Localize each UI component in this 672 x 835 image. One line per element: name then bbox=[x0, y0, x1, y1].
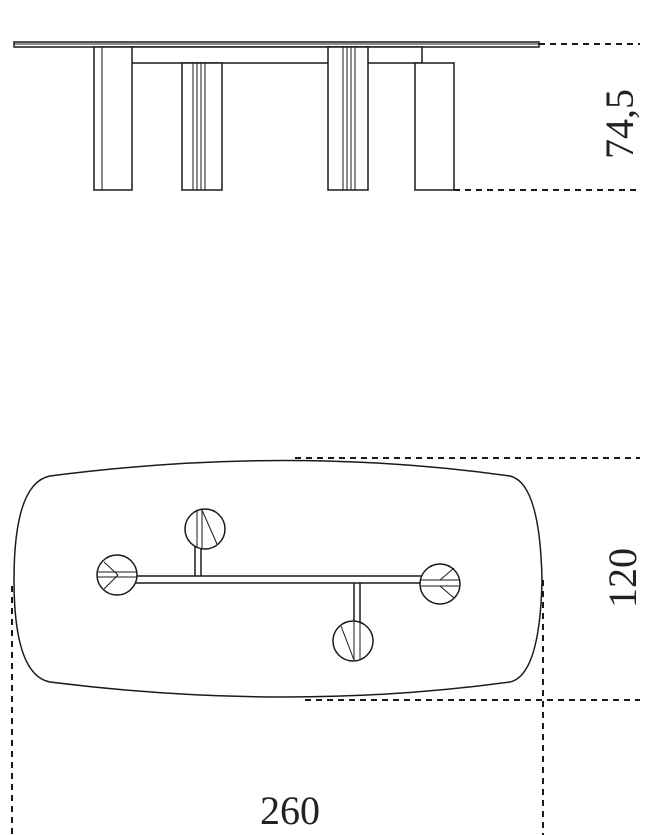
plan-leg-left bbox=[96, 554, 138, 596]
height-dimension-label: 74,5 bbox=[597, 89, 642, 159]
side-frame-rail bbox=[127, 46, 423, 64]
plan-leg-upper bbox=[184, 508, 226, 550]
plan-leg-right bbox=[419, 563, 461, 605]
plan-view: 120 260 bbox=[11, 457, 645, 835]
length-dimension-label: 260 bbox=[260, 788, 320, 833]
side-leg-1 bbox=[93, 46, 133, 191]
side-leg-3 bbox=[327, 46, 369, 191]
plan-leg-lower bbox=[332, 620, 374, 662]
side-elevation-view: 74,5 bbox=[13, 41, 642, 191]
plan-main-beam bbox=[118, 575, 440, 584]
side-leg-2 bbox=[181, 62, 223, 191]
plan-tabletop-outline bbox=[13, 459, 543, 698]
side-leg-4 bbox=[414, 62, 455, 191]
depth-dimension-label: 120 bbox=[600, 548, 645, 608]
